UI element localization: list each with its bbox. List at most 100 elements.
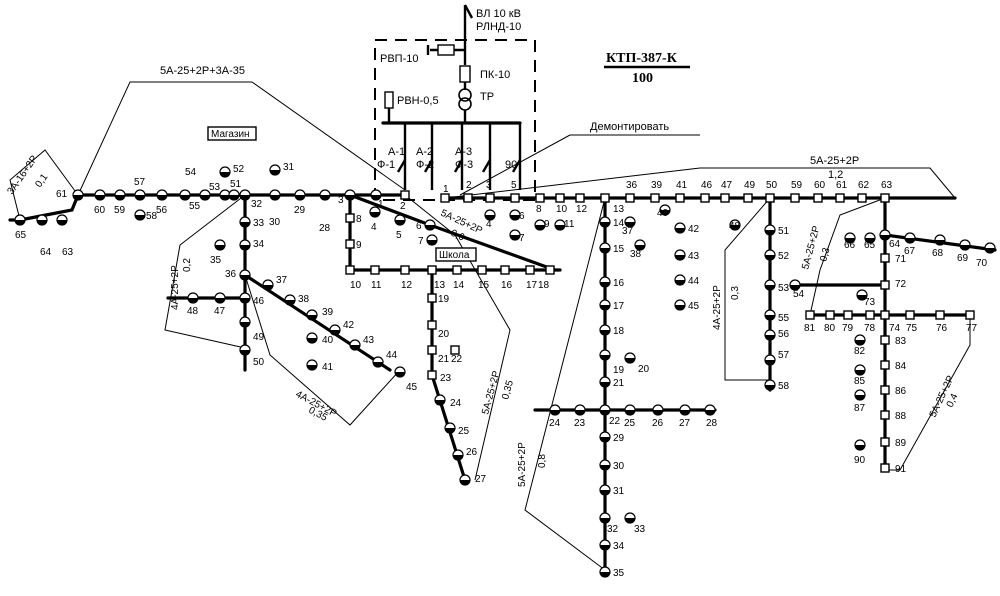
pole-24: 24: [549, 404, 561, 429]
pole-30: 30: [599, 459, 625, 472]
pole-number: 51: [230, 179, 242, 190]
pole-number: 52: [233, 164, 245, 175]
pole-35: 35: [210, 239, 226, 266]
rvp-label: РВП-10: [380, 53, 418, 65]
pole-number: 65: [15, 230, 27, 241]
pole-number: 47: [214, 306, 226, 317]
feeder-2-label: А-2: [416, 146, 433, 158]
pole-42: 42: [674, 222, 700, 235]
pole-63: 63: [880, 180, 893, 203]
pole-45: 45: [674, 299, 700, 312]
pole-55: 55: [764, 309, 790, 324]
cable-label-2: 3А-16+2Р: [5, 153, 40, 196]
pole-number: 8: [356, 214, 362, 225]
pole-85: 85: [854, 364, 866, 387]
pole-number: 21: [438, 354, 450, 365]
pole-number: 9: [356, 240, 362, 251]
pole-47: 47: [214, 292, 226, 317]
pole-number: 31: [613, 486, 625, 497]
pole-number: 20: [638, 364, 650, 375]
cable-label-14: 5А-25+2Р: [517, 442, 528, 487]
dismantle-note: Демонтировать: [590, 121, 669, 133]
pole-64: 64: [36, 214, 52, 258]
pole-52: 52: [219, 164, 245, 178]
cable-label-4: 5А-25+2Р: [810, 155, 859, 167]
pole-number: 34: [613, 541, 625, 552]
pole-60: 60: [813, 180, 826, 203]
pole-number: 6: [416, 221, 422, 232]
pole-56: 56: [764, 329, 790, 341]
cable-label-17: 0,3: [730, 286, 741, 300]
pole-number: 24: [450, 398, 462, 409]
pole-9: 9: [534, 219, 550, 231]
substation: ВЛ 10 кВ РЛНД-10 РВП-10 ПК-10 ТР РВН-0,5…: [374, 4, 536, 201]
pole-77: 77: [965, 310, 978, 334]
pole-53: 53: [764, 279, 790, 294]
pole-75: 75: [905, 310, 918, 334]
pole-number: 17: [613, 301, 625, 312]
pole-34: 34: [599, 539, 625, 552]
pole-13: 13: [427, 265, 446, 291]
pole-7: 7: [509, 229, 525, 244]
pole-43: 43: [349, 335, 375, 351]
pole-27: 27: [679, 404, 691, 429]
pole-18: 18: [599, 324, 625, 337]
pole-number: 90: [854, 455, 866, 466]
pole-49: 49: [239, 316, 265, 343]
pole-number: 89: [895, 438, 907, 449]
ktp-title: КТП-387-К: [606, 51, 678, 66]
pole-40: 40: [306, 332, 334, 346]
pole-number: 51: [778, 226, 790, 237]
pole-number: 64: [889, 239, 901, 250]
pole-44: 44: [372, 350, 398, 368]
source-switch-label: РЛНД-10: [476, 21, 521, 33]
pole-3: 3: [338, 189, 356, 206]
pole-number: 50: [253, 357, 265, 368]
pole-number: 40: [322, 335, 334, 346]
pole-number: 47: [721, 180, 733, 191]
pole-number: 3: [486, 180, 492, 191]
tr-label: ТР: [480, 91, 494, 103]
pole-7: 7: [418, 234, 438, 247]
pole-number: 25: [624, 418, 636, 429]
pole-number: 75: [906, 323, 918, 334]
pole-number: 34: [253, 239, 265, 250]
pole-number: 14: [613, 218, 625, 229]
pole-number: 14: [453, 280, 465, 291]
pole-number: 36: [225, 269, 237, 280]
pole-39: 39: [306, 307, 334, 321]
pole-number: 13: [434, 280, 446, 291]
pole-61: 61: [835, 180, 848, 203]
pole-number: 10: [350, 280, 362, 291]
pole-65: 65: [864, 232, 876, 251]
pole-6: 6: [416, 219, 436, 232]
pole-number: 22: [609, 416, 621, 427]
pole-32: 32: [239, 189, 263, 210]
pole-32: 32: [599, 512, 619, 535]
pole-number: 45: [406, 382, 418, 393]
pole-number: 30: [613, 461, 625, 472]
pole-number: 58: [778, 381, 790, 392]
feeder-3-label: А-3: [455, 146, 472, 158]
pole-41: 41: [675, 180, 688, 203]
pole-64: 64: [879, 229, 901, 250]
pole-53: 53: [209, 182, 231, 201]
pole-number: 13: [613, 204, 625, 215]
pole-81: 81: [804, 310, 816, 334]
pole-71: 71: [880, 253, 907, 265]
pole-number: 85: [854, 376, 866, 387]
pole-number: 37: [622, 226, 634, 237]
pk-label: ПК-10: [480, 69, 510, 81]
pole-37: 37: [622, 216, 636, 237]
pole-89: 89: [880, 437, 907, 449]
pole-number: 53: [778, 283, 790, 294]
pole-22: 22: [450, 345, 463, 365]
pole-number: 63: [62, 247, 74, 258]
pole-63: 63: [56, 214, 74, 258]
pole-number: 12: [576, 204, 588, 215]
pole-number: 27: [475, 474, 487, 485]
pole-number: 84: [895, 361, 907, 372]
pole-40: 40: [657, 204, 671, 219]
pole-number: 33: [253, 218, 265, 229]
pole-number: 28: [706, 418, 718, 429]
